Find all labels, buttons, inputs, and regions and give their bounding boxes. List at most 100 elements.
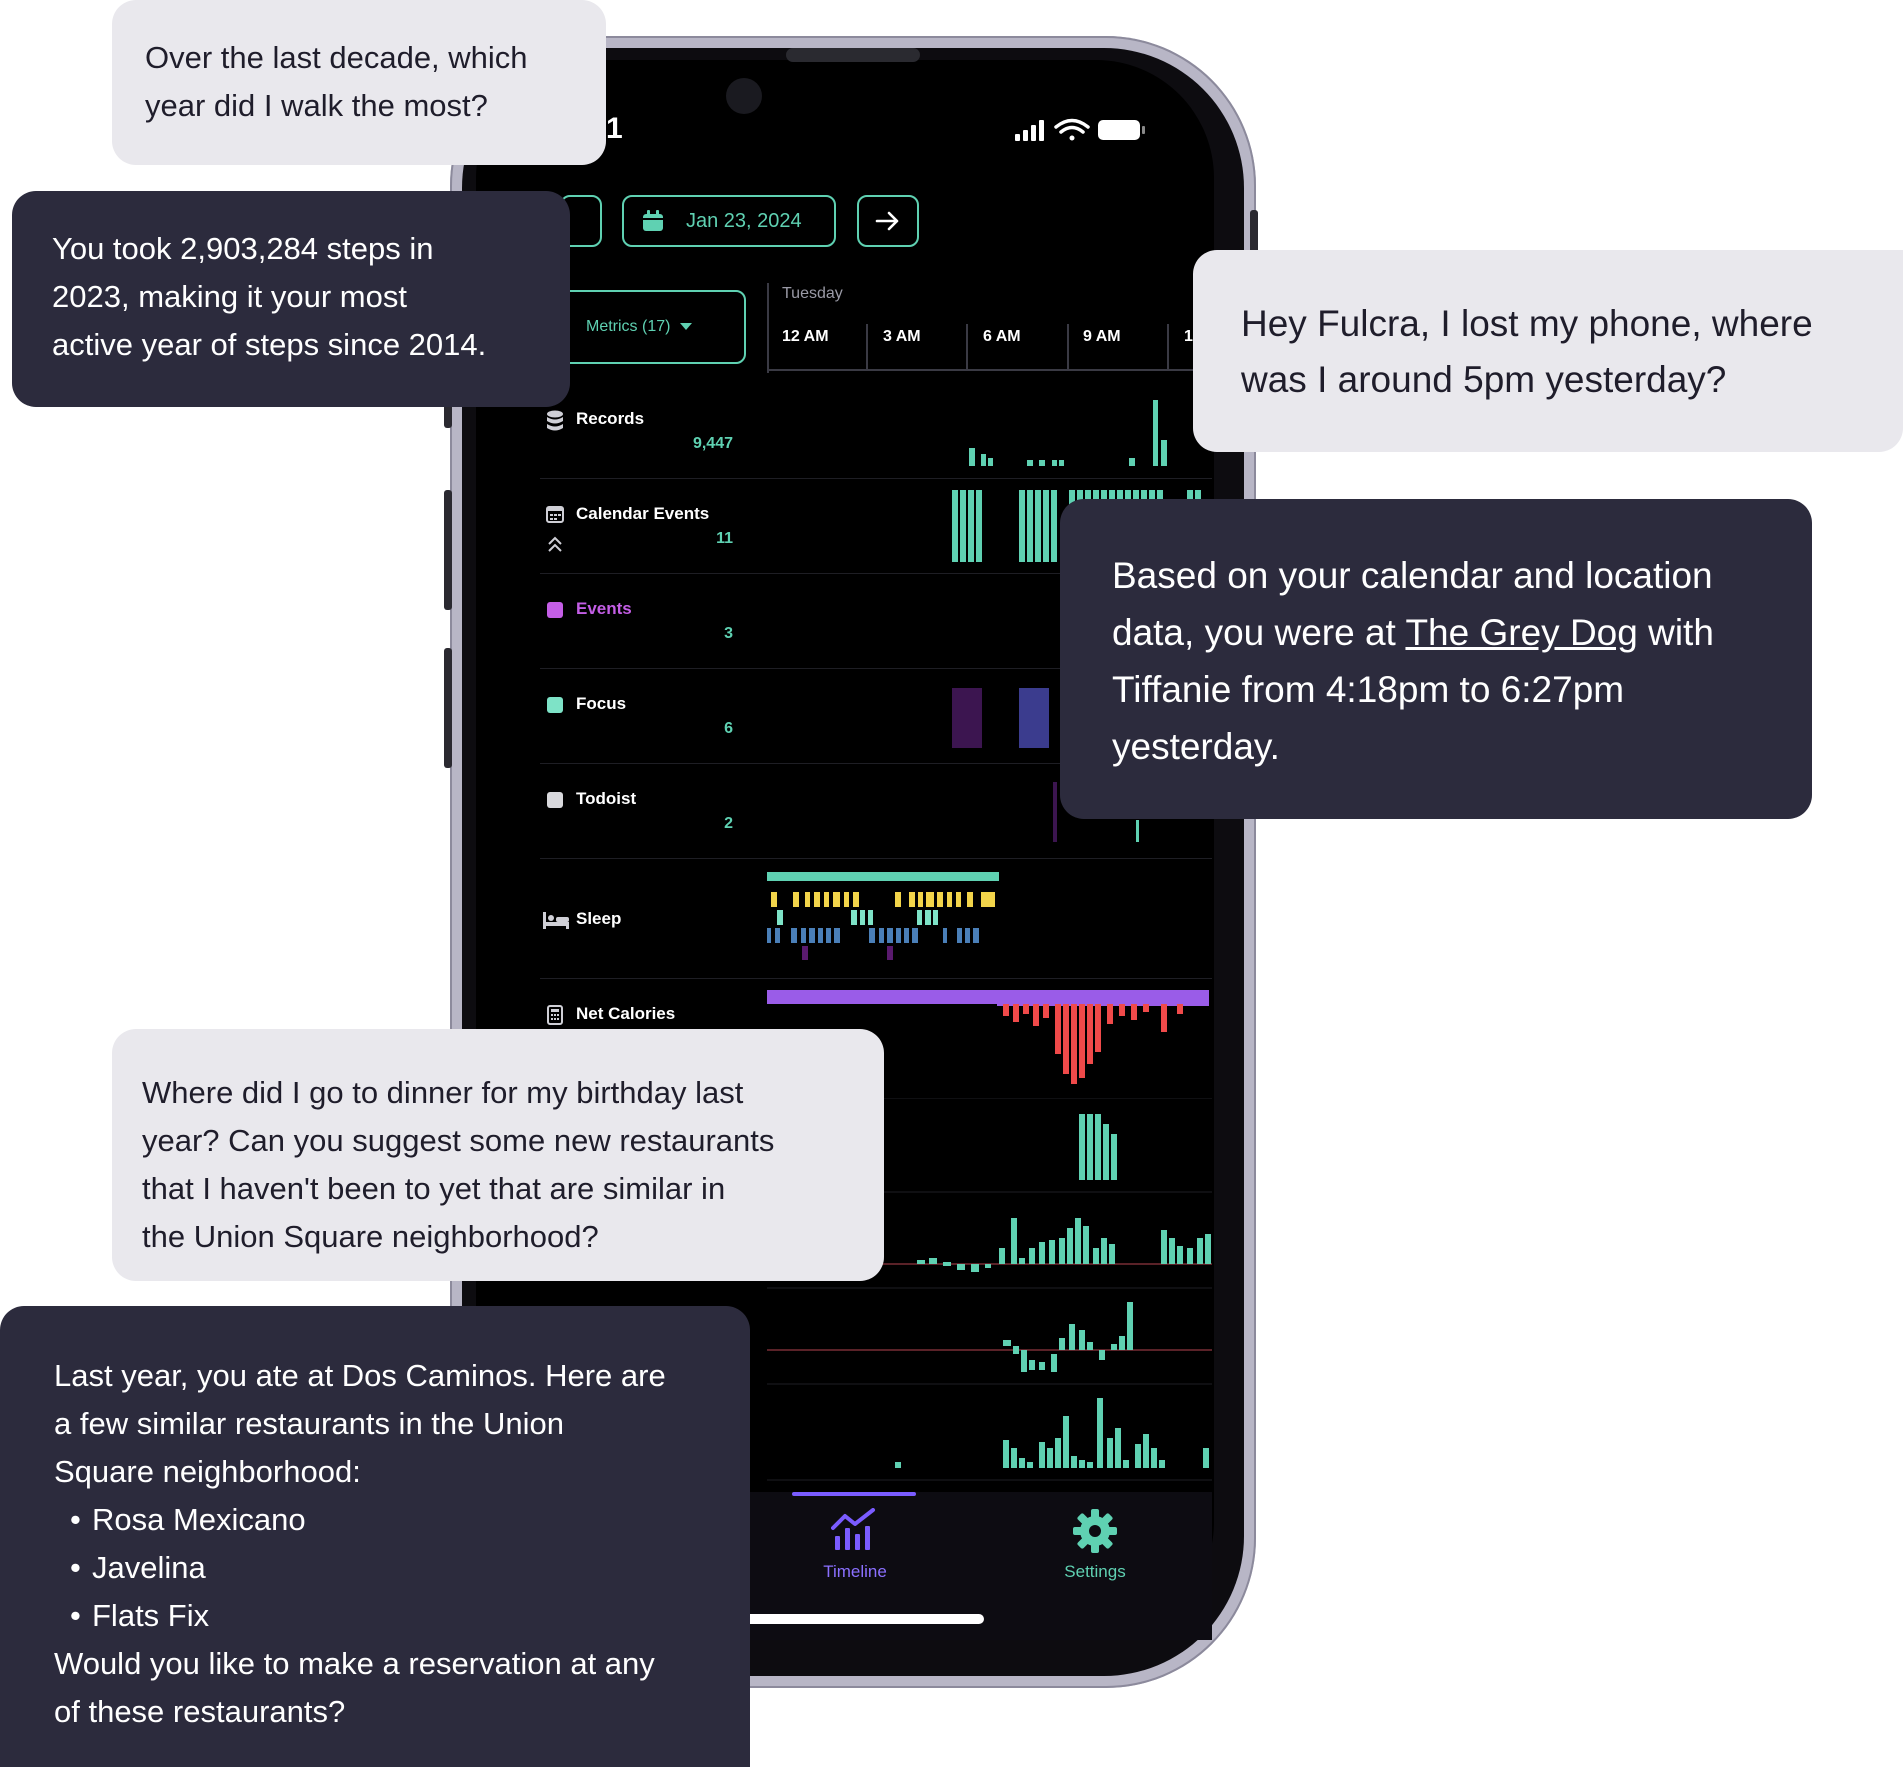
day-label: Tuesday: [782, 285, 843, 302]
row-divider: [540, 763, 1212, 764]
row-label-calendar-events: Calendar Events: [576, 504, 710, 523]
focus-chart: [952, 688, 1049, 748]
bubble-6-line-1: Last year, you ate at Dos Caminos. Here …: [54, 1358, 666, 1393]
bubble-5-line-3: that I haven't been to yet that are simi…: [142, 1171, 726, 1206]
metrics-dropdown-label: Metrics (17): [586, 318, 671, 335]
phone-volume-down-button: [444, 648, 452, 768]
bubble-2-line-2: 2023, making it your most: [52, 279, 407, 314]
status-time: 1: [606, 112, 623, 145]
row-count-todoist: 2: [724, 815, 733, 832]
bullet-icon: •: [70, 1502, 81, 1537]
bubble-6-line-2: a few similar restaurants in the Union: [54, 1406, 565, 1441]
gear-icon: [1073, 1509, 1117, 1553]
front-camera: [726, 78, 762, 114]
row-label-todoist: Todoist: [576, 789, 637, 808]
row-divider: [540, 858, 1212, 859]
events-color-icon: [547, 602, 563, 618]
bubble-2-line-3: active year of steps since 2014.: [52, 327, 487, 362]
sleep-chart: [767, 872, 999, 960]
tab-settings-label: Settings: [1064, 1562, 1126, 1581]
bubble-4-line-3: Tiffanie from 4:18pm to 6:27pm: [1112, 669, 1625, 710]
timeline-axis-left: [767, 283, 769, 373]
hour-label-3am: 3 AM: [883, 328, 921, 345]
tab-settings[interactable]: Settings: [1050, 1506, 1140, 1586]
hour-ruler: [767, 324, 1212, 371]
bubble-5-line-1: Where did I go to dinner for my birthday…: [142, 1075, 744, 1110]
chevrons-up-icon[interactable]: [546, 535, 564, 553]
tab-timeline-label: Timeline: [823, 1562, 887, 1581]
bubble-6-line-5: of these restaurants?: [54, 1694, 346, 1729]
row-label-events: Events: [576, 599, 632, 618]
bubble-2-line-1: You took 2,903,284 steps in: [52, 231, 434, 266]
bubble-4-line-4: yesterday.: [1112, 726, 1280, 767]
row-divider: [540, 573, 1212, 574]
restaurant-list-item: • Rosa Mexicano: [54, 1496, 666, 1544]
calendar-icon: [643, 210, 663, 231]
bubble-5-line-2: year? Can you suggest some new restauran…: [142, 1123, 775, 1158]
phone-mute-switch: [444, 400, 452, 428]
database-icon: [547, 410, 563, 431]
phone-volume-up-button: [444, 490, 452, 610]
row-divider: [540, 668, 1212, 669]
phone-speaker: [786, 48, 920, 62]
date-label: Jan 23, 2024: [686, 209, 802, 232]
bubble-6-line-4: Would you like to make a reservation at …: [54, 1646, 655, 1681]
net-calories-chart: [767, 990, 1209, 1084]
chat-bubble-user-2: Hey Fulcra, I lost my phone, where was I…: [1193, 250, 1903, 452]
timeline-chart-icon: [831, 1508, 875, 1550]
signal-icon: [1015, 120, 1044, 141]
lower-metrics-charts: [767, 1098, 1212, 1481]
row-divider: [540, 978, 1212, 979]
chat-bubble-user-3: Where did I go to dinner for my birthday…: [112, 1029, 884, 1281]
row-count-records: 9,447: [692, 435, 733, 452]
focus-color-icon: [547, 697, 563, 713]
chat-bubble-assistant-1: You took 2,903,284 steps in 2023, making…: [12, 191, 570, 407]
chat-bubble-user-1: Over the last decade, which year did I w…: [112, 0, 606, 165]
row-count-focus: 6: [724, 720, 733, 737]
bullet-icon: •: [70, 1598, 81, 1633]
next-day-button[interactable]: [857, 195, 919, 247]
todoist-color-icon: [547, 792, 563, 808]
chat-bubble-assistant-3: Last year, you ate at Dos Caminos. Here …: [0, 1306, 750, 1767]
row-count-calendar-events: 11: [716, 530, 733, 547]
row-label-sleep: Sleep: [576, 909, 622, 928]
row-label-records: Records: [576, 409, 645, 428]
date-picker-button[interactable]: Jan 23, 2024: [622, 195, 836, 247]
bubble-4-line-2-pre: data, you were at: [1112, 612, 1406, 653]
restaurant-list-item: • Flats Fix: [54, 1592, 666, 1640]
home-indicator[interactable]: [744, 1614, 984, 1624]
status-icons: [1015, 118, 1145, 141]
hour-label-12am: 12 AM: [782, 328, 829, 345]
records-chart: [969, 400, 1167, 466]
arrow-right-icon: [875, 211, 899, 231]
place-link-grey-dog[interactable]: The Grey Dog: [1405, 612, 1638, 653]
bubble-3-line-2: was I around 5pm yesterday?: [1241, 359, 1727, 400]
hour-label-9am: 9 AM: [1083, 328, 1121, 345]
calendar-grid-icon: [546, 506, 564, 523]
bubble-1-line-2: year did I walk the most?: [145, 88, 488, 123]
row-label-net-calories: Net Calories: [576, 1004, 676, 1023]
restaurant-name: Flats Fix: [92, 1598, 210, 1633]
bubble-4-line-2: data, you were at The Grey Dog with: [1112, 604, 1714, 661]
bubble-4-line-1: Based on your calendar and location: [1112, 555, 1713, 596]
todoist-chart: [1053, 782, 1139, 842]
calculator-icon: [547, 1005, 563, 1025]
bubble-1-line-1: Over the last decade, which: [145, 40, 528, 75]
restaurant-name: Javelina: [92, 1550, 206, 1585]
restaurant-list-item: • Javelina: [54, 1544, 666, 1592]
bullet-icon: •: [70, 1550, 81, 1585]
metrics-dropdown[interactable]: Metrics (17): [560, 290, 746, 364]
chat-bubble-assistant-2: Based on your calendar and location data…: [1060, 499, 1812, 819]
row-divider: [540, 478, 1212, 479]
battery-icon: [1098, 120, 1145, 140]
bubble-3-line-1: Hey Fulcra, I lost my phone, where: [1241, 303, 1813, 344]
hour-label-6am: 6 AM: [983, 328, 1021, 345]
row-label-focus: Focus: [576, 694, 627, 713]
bubble-6-line-3: Square neighborhood:: [54, 1454, 361, 1489]
wifi-icon: [1054, 118, 1090, 141]
restaurant-name: Rosa Mexicano: [92, 1502, 306, 1537]
hour-label-12pm: 1: [1184, 328, 1193, 345]
bed-icon: [543, 912, 569, 929]
tab-timeline[interactable]: Timeline: [810, 1506, 900, 1586]
chevron-down-icon: [680, 323, 693, 330]
